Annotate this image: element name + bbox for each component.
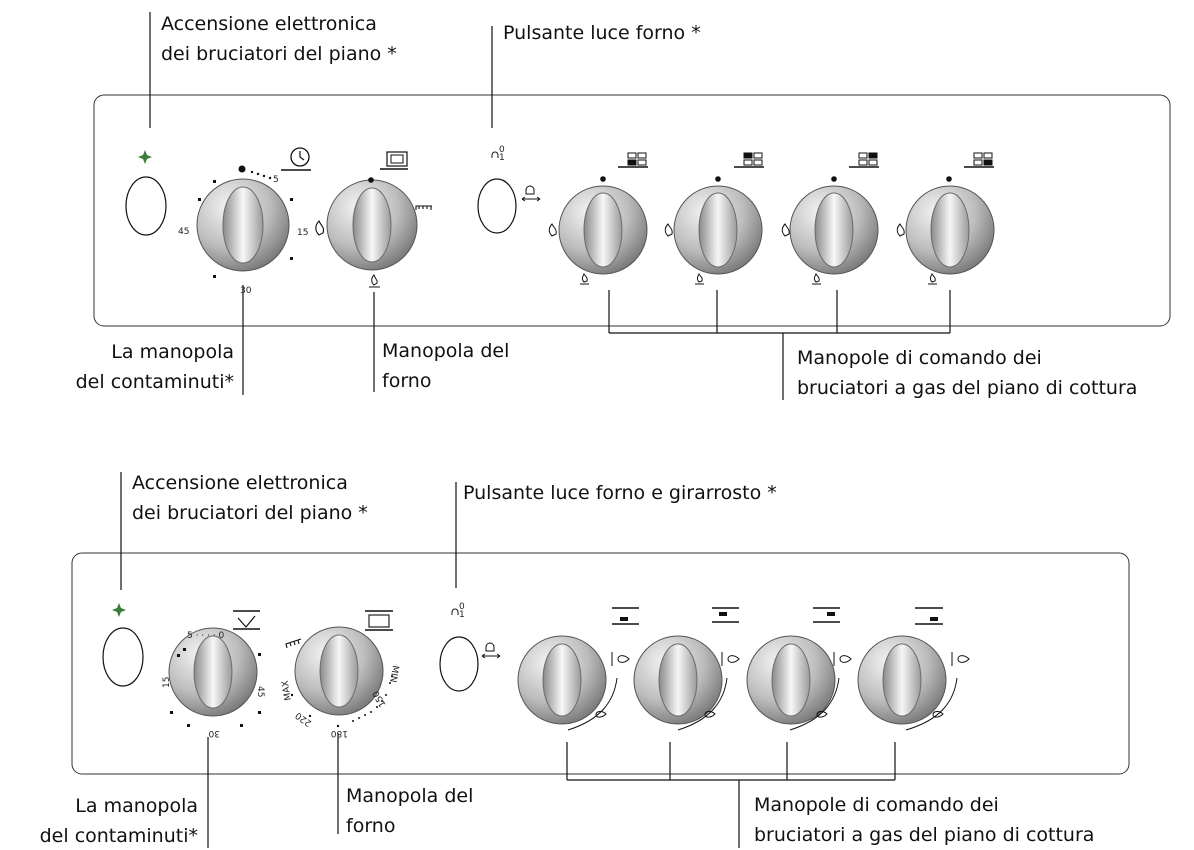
grill-icon [415, 205, 432, 210]
oven-knob-label: Manopola del [382, 340, 509, 362]
burner-knob-4[interactable] [905, 185, 995, 275]
burner-knob-1[interactable] [558, 185, 648, 275]
timer-mark: 15 [162, 677, 172, 688]
burner-position-icon [618, 152, 994, 168]
light-button-label: Pulsante luce forno * [503, 22, 701, 44]
lamp-icon [521, 185, 541, 202]
burner-knob-2[interactable] [673, 185, 763, 275]
light-button-label: Pulsante luce forno e girarrosto * [463, 482, 777, 504]
oven-knob-label: Manopola del [346, 785, 473, 807]
burner-knobs-label: bruciatori a gas del piano di cottura [754, 824, 1094, 846]
oven-light-button[interactable] [477, 178, 517, 234]
burner-knob-2[interactable] [633, 635, 723, 725]
oven-light-button[interactable] [439, 636, 479, 692]
ignition-label: Accensione elettronica [132, 472, 348, 494]
oven-knob-label: forno [346, 815, 395, 837]
timer-mark: 30 [208, 728, 220, 738]
flame-icon [567, 652, 970, 731]
timer-mark: 5 [273, 175, 279, 185]
clock-icon [233, 610, 260, 630]
svg-text:1: 1 [459, 610, 465, 620]
burner-bracket [608, 290, 951, 400]
oven-knob[interactable] [326, 179, 418, 271]
timer-knob-label: La manopola [75, 795, 198, 817]
timer-mark: 30 [240, 286, 252, 296]
burner-position-icon [612, 607, 943, 625]
burner-knobs-label: Manopole di comando dei [797, 347, 1042, 369]
lamp-icon [481, 642, 501, 659]
timer-knob-label: del contaminuti* [40, 825, 198, 847]
oven-knob[interactable] [294, 626, 384, 716]
burner-knob-3[interactable] [746, 635, 836, 725]
burner-knob-4[interactable] [857, 635, 947, 725]
timer-knob[interactable] [196, 178, 290, 272]
oven-mark: 180 [331, 728, 348, 738]
spark-icon [112, 603, 126, 617]
burner-bracket [566, 742, 896, 848]
oven-mark: MAX [281, 680, 294, 702]
oven-mark: 220 [294, 710, 314, 728]
ignition-button[interactable] [125, 176, 167, 236]
ignition-label: dei bruciatori del piano * [161, 43, 397, 65]
grill-icon [285, 638, 302, 649]
svg-text:1: 1 [499, 153, 505, 163]
timer-mark: 5 · · · · 0 [187, 631, 224, 641]
flame-icon [548, 223, 937, 285]
top-panel: Accensione elettronica dei bruciatori de… [76, 12, 1171, 400]
svg-text:0: 0 [499, 145, 505, 155]
bottom-panel: Accensione elettronica dei bruciatori de… [40, 472, 1130, 848]
lamp-icon: 0 1 [491, 145, 505, 163]
clock-icon [281, 147, 311, 171]
control-panel-frame [93, 94, 1171, 327]
timer-knob[interactable] [168, 627, 258, 717]
ignition-label: Accensione elettronica [161, 13, 377, 35]
control-panel-frame [71, 552, 1130, 775]
burner-knob-1[interactable] [517, 635, 607, 725]
flame-icon [315, 220, 380, 288]
spark-icon [138, 150, 152, 164]
svg-text:0: 0 [459, 602, 465, 612]
ignition-button[interactable] [102, 627, 144, 687]
burner-knobs-label: bruciatori a gas del piano di cottura [797, 377, 1137, 399]
oven-icon [365, 610, 393, 631]
lamp-icon: 0 1 [451, 602, 465, 620]
timer-knob-label: La manopola [111, 341, 234, 363]
oven-mark: MIN [387, 664, 400, 683]
timer-knob-label: del contaminuti* [76, 371, 234, 393]
ignition-label: dei bruciatori del piano * [132, 502, 368, 524]
oven-knob-label: forno [382, 370, 431, 392]
timer-mark: 45 [255, 686, 265, 697]
burner-knobs-label: Manopole di comando dei [754, 794, 999, 816]
burner-knob-3[interactable] [789, 185, 879, 275]
timer-mark: 45 [178, 227, 189, 237]
timer-mark: 15 [297, 228, 308, 238]
oven-icon [380, 151, 408, 170]
